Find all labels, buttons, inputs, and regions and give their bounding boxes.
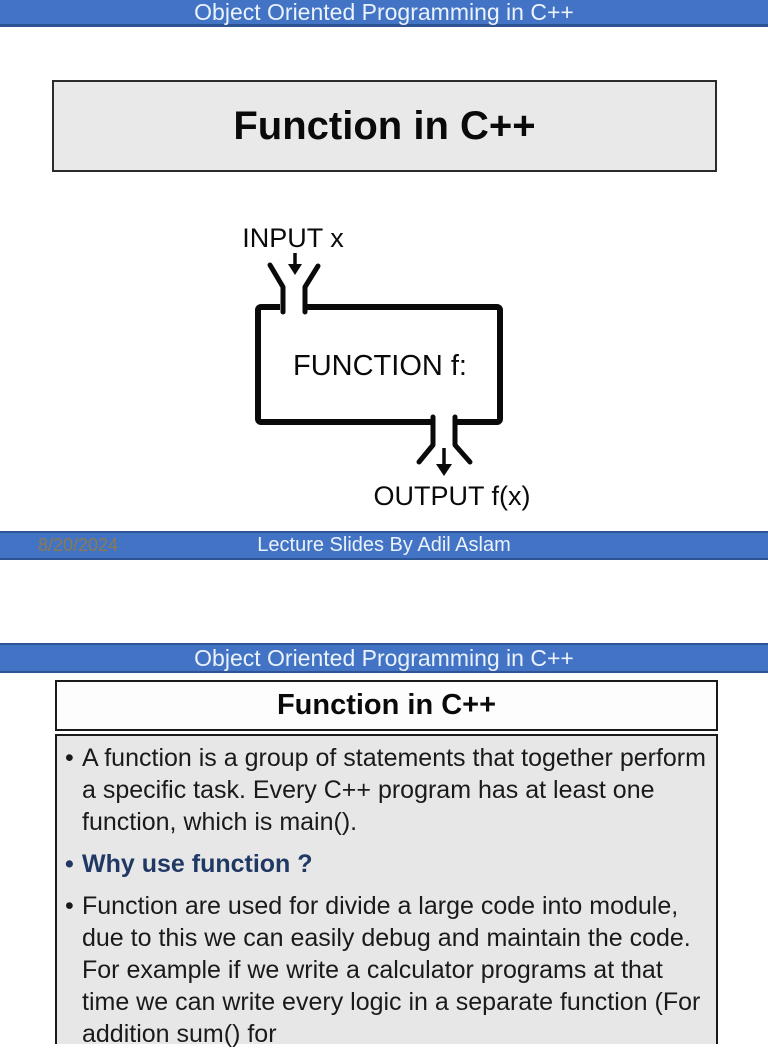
slide2-title-box: Function in C++ <box>55 680 718 731</box>
bullet-item: Function are used for divide a large cod… <box>63 890 708 1050</box>
slide1-header-banner: Object Oriented Programming in C++ <box>0 0 768 27</box>
slide2-title: Function in C++ <box>276 689 497 721</box>
slide2-header-title: Object Oriented Programming in C++ <box>194 645 574 671</box>
slide2-header-banner: Object Oriented Programming in C++ <box>0 643 768 673</box>
slide1-title-box: Function in C++ <box>52 80 717 172</box>
input-arrow-head <box>288 264 302 275</box>
slide1-footer-banner: 8/20/2024 Lecture Slides By Adil Aslam <box>0 531 768 560</box>
slide1-footer-credit: Lecture Slides By Adil Aslam <box>257 534 511 556</box>
output-funnel-right <box>452 414 473 465</box>
input-funnel-right <box>302 263 321 315</box>
slide1-footer-date: 8/20/2024 <box>38 535 119 555</box>
diagram-output-label: OUTPUT f(x) <box>374 481 531 511</box>
output-funnel-left <box>416 414 436 465</box>
diagram-input-label: INPUT x <box>242 223 344 253</box>
bullet-list: A function is a group of statements that… <box>57 736 716 1050</box>
function-box <box>255 304 503 425</box>
document-page: Object Oriented Programming in C++ Funct… <box>0 0 768 1024</box>
slide2-content-box: A function is a group of statements that… <box>55 734 718 1048</box>
bullet-item-accent: Why use function ? <box>63 848 708 880</box>
bullet-item: A function is a group of statements that… <box>63 742 708 838</box>
input-opening <box>280 301 307 313</box>
slide1-header-title: Object Oriented Programming in C++ <box>194 0 574 25</box>
slide1-title: Function in C++ <box>233 104 536 148</box>
output-arrow-head <box>436 464 452 476</box>
function-machine-diagram: INPUT x FUNCTION f: OUTPUT f(x) <box>242 223 531 511</box>
diagram-box-label: FUNCTION f: <box>293 350 467 382</box>
output-opening <box>431 416 457 428</box>
input-funnel-left <box>267 262 286 315</box>
